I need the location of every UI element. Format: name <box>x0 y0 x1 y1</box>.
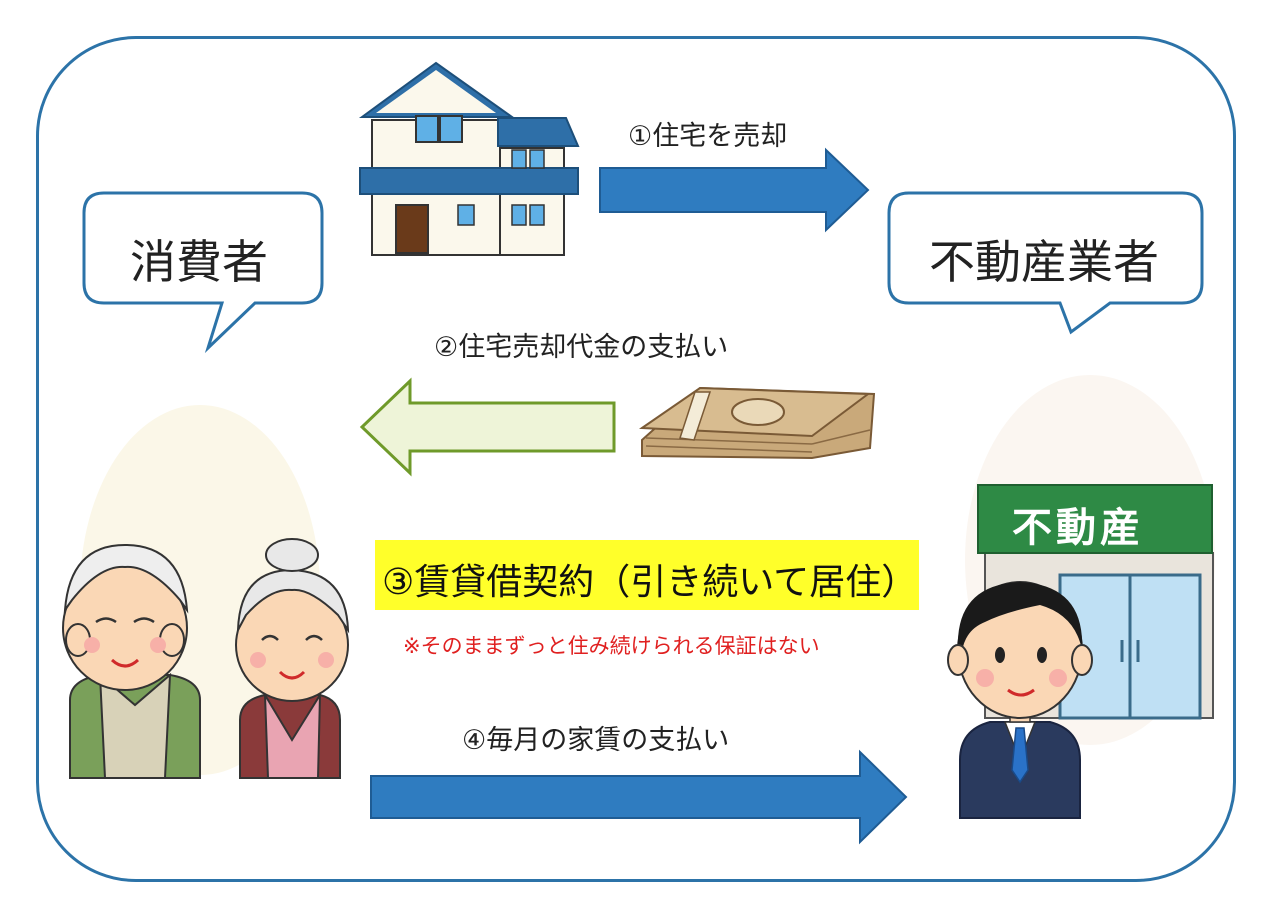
diagram-frame <box>36 36 1236 882</box>
step3-highlight <box>375 540 919 610</box>
step3-note: ※そのままずっと住み続けられる保証はない <box>403 634 820 658</box>
arrow-payment <box>359 377 616 477</box>
consumer-bubble <box>82 191 324 354</box>
agent-label: 不動産業者 <box>929 235 1159 289</box>
step3-label: ③賃貸借契約（引き続いて居住） <box>382 562 918 603</box>
step1-label: ①住宅を売却 <box>628 121 788 152</box>
consumer-label: 消費者 <box>130 235 268 289</box>
house-icon <box>358 61 580 256</box>
elderly-couple-icon <box>62 405 350 779</box>
step4-label: ④毎月の家賃の支払い <box>462 725 730 756</box>
arrow-sell-house <box>599 147 870 233</box>
money-bundle-icon <box>638 386 876 460</box>
agent-bubble <box>887 191 1204 335</box>
salesman-icon <box>947 581 1093 819</box>
store-sign-text: 不動産 <box>1012 505 1144 551</box>
arrow-rent <box>370 749 908 845</box>
step2-label: ②住宅売却代金の支払い <box>434 332 729 363</box>
